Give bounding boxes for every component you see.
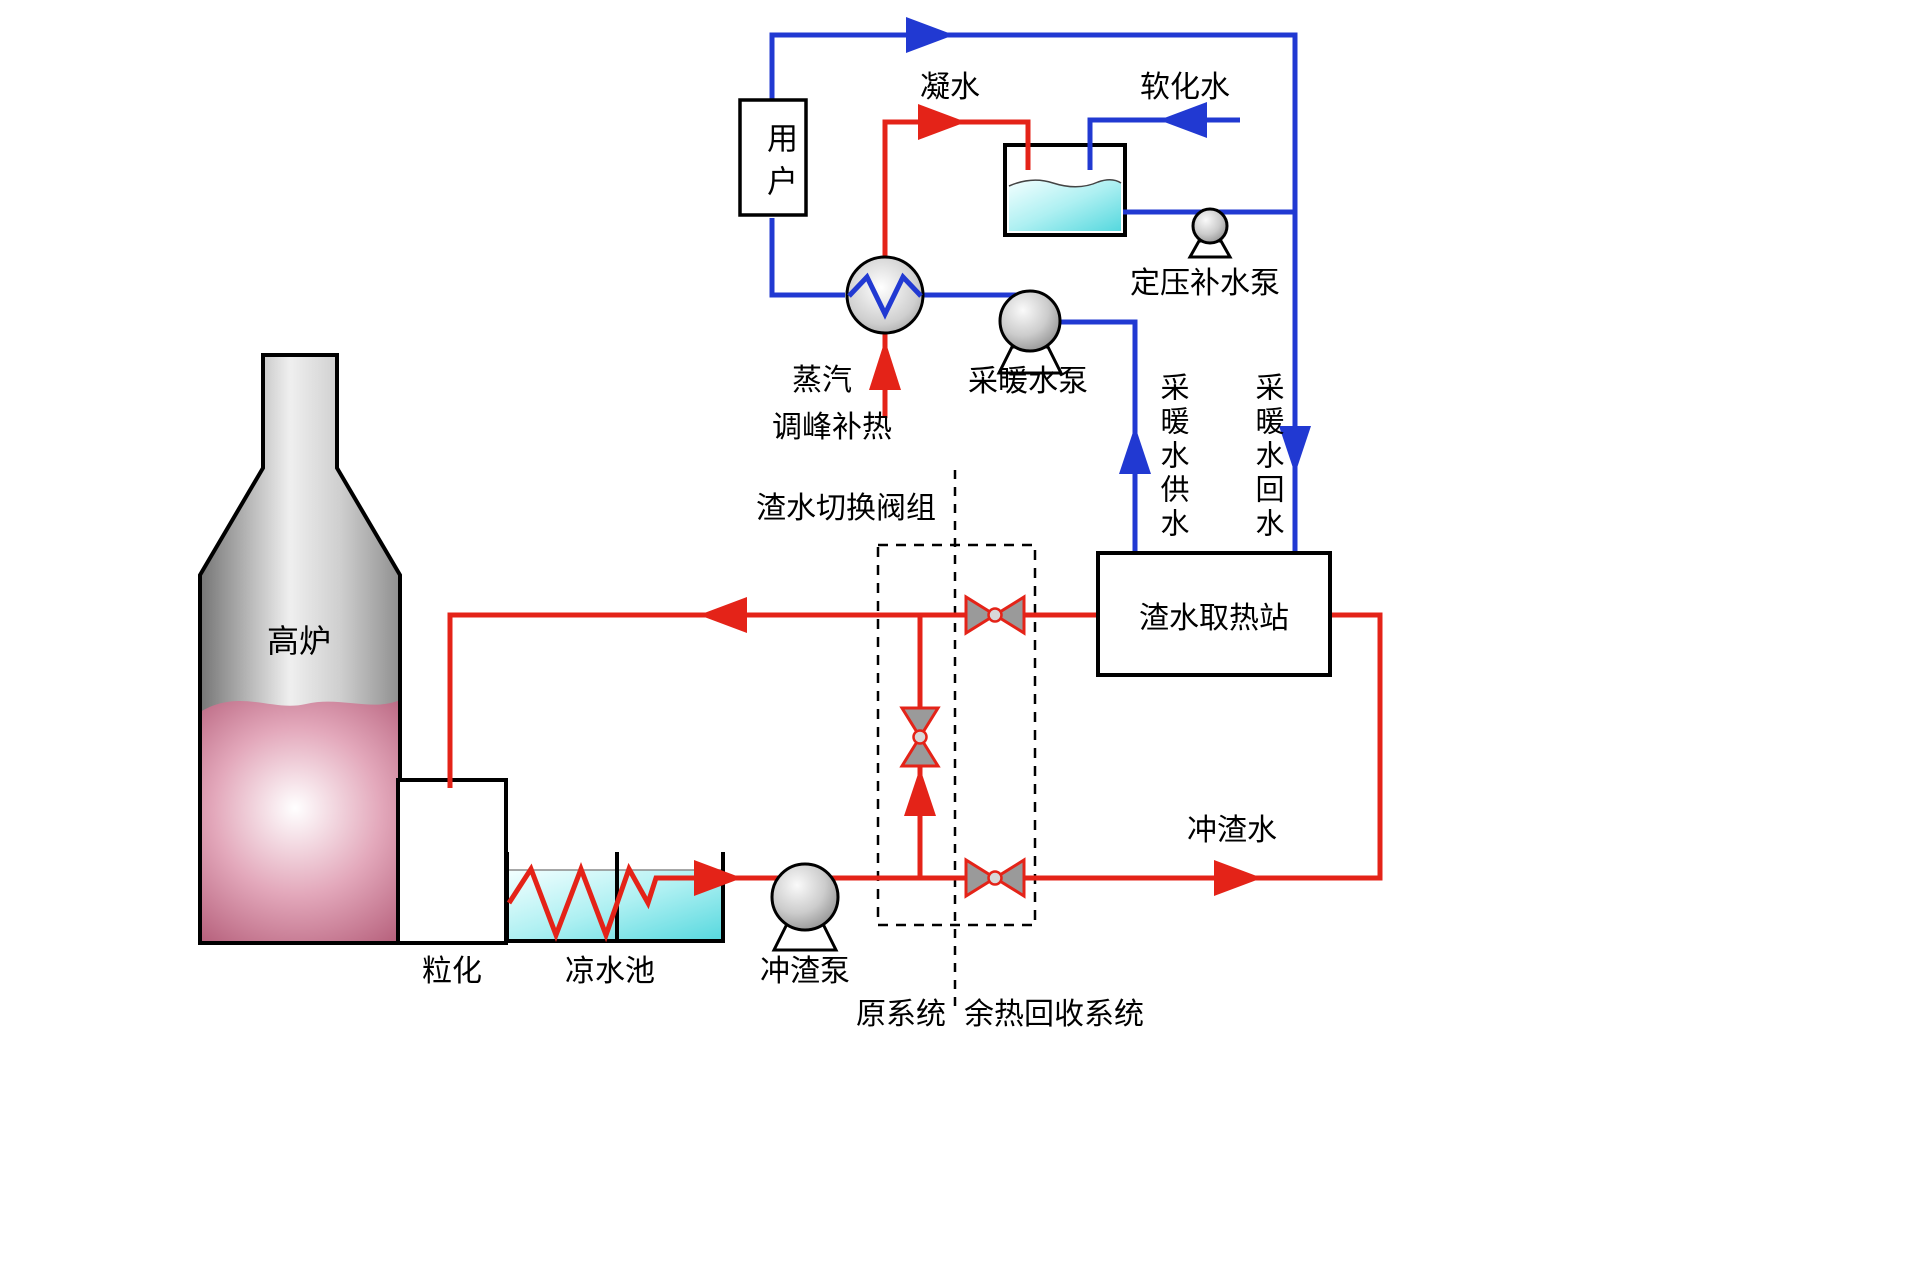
arrow-supply-up (1119, 426, 1151, 474)
valve-vertical (899, 706, 941, 768)
arrow-steam-up (869, 340, 901, 390)
heat-exchanger-shell (845, 255, 925, 335)
label-slag-pump: 冲渣泵 (760, 955, 850, 988)
arrow-return-down (1279, 426, 1311, 474)
makeup-pump-body (1191, 207, 1229, 245)
flow-arrows (694, 17, 1311, 896)
label-softened-water: 软化水 (1140, 71, 1230, 104)
label-condensate: 凝水 (920, 71, 980, 104)
valve-bottom (964, 857, 1026, 899)
label-makeup-pump: 定压补水泵 (1130, 267, 1280, 300)
label-system-left: 原系统 (856, 998, 946, 1031)
heat-exchanger-coil (847, 272, 923, 320)
heat-station-box (1096, 551, 1332, 677)
valve-vertical-bottom-wedge (899, 734, 941, 768)
tank-water (1009, 179, 1121, 231)
arrow-slag-water-right (1214, 860, 1262, 896)
label-heating-pump: 采暖水泵 (968, 365, 1088, 398)
valve-group-box (876, 543, 1037, 927)
arrow-to-granulation (699, 597, 747, 633)
heating-pump-body (998, 289, 1062, 353)
pipe-heating-supply (1058, 319, 1138, 556)
makeup-tank (1003, 143, 1127, 237)
valve-top-stem (987, 607, 1003, 623)
granulation-box (396, 778, 508, 945)
arrow-branch-up (904, 768, 936, 816)
label-heating-return: 采暖水回水 (1251, 372, 1283, 542)
label-peak-heating: 调峰补热 (772, 411, 892, 444)
label-heat-station: 渣水取热站 (1139, 602, 1289, 635)
heat-exchanger (845, 255, 925, 335)
furnace-molten-slag (200, 700, 400, 943)
label-valve-group: 渣水切换阀组 (756, 492, 936, 525)
label-heating-supply: 采暖水供水 (1156, 372, 1188, 542)
heating-pump (996, 289, 1064, 375)
label-granulation: 粒化 (422, 955, 482, 988)
valve-top (964, 594, 1026, 636)
user-box (738, 98, 808, 217)
pipe-station-to-granulation (447, 612, 1108, 788)
label-user: 用户 (762, 122, 797, 208)
label-system-right: 余热回收系统 (964, 998, 1144, 1031)
valve-bottom-left-wedge (964, 857, 998, 899)
label-steam: 蒸汽 (792, 364, 852, 397)
label-cooling-pool: 凉水池 (565, 955, 655, 988)
pipe-hx-to-user (769, 218, 845, 298)
blast-furnace (198, 353, 402, 945)
valve-bottom-right-wedge (992, 857, 1026, 899)
pipe-user-return-loop (769, 32, 1298, 556)
makeup-pump (1187, 207, 1233, 259)
slag-pump-body (770, 862, 840, 932)
valve-bottom-stem (987, 870, 1003, 886)
label-furnace: 高炉 (267, 623, 331, 659)
valve-top-right-wedge (992, 594, 1026, 636)
valve-vertical-top-wedge (899, 706, 941, 740)
arrow-pool-to-pump (694, 860, 742, 896)
valve-top-left-wedge (964, 594, 998, 636)
valve-vertical-stem (912, 729, 928, 745)
arrow-softened-water (1159, 102, 1207, 138)
arrow-condensate (918, 104, 966, 140)
label-slag-water: 冲渣水 (1187, 814, 1277, 847)
slag-pump (770, 862, 840, 952)
arrow-return-top (906, 17, 954, 53)
tank-water-surface (1008, 179, 1122, 188)
pipe-slag-water-hot (506, 612, 1383, 943)
